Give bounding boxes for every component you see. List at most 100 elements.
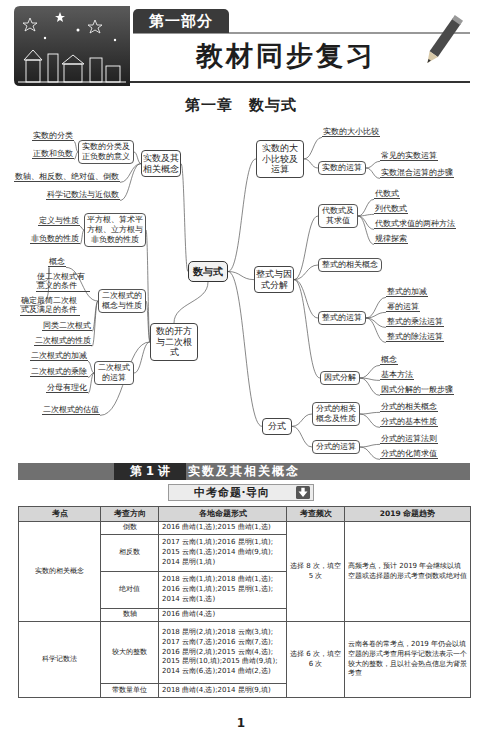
node-text: 实数的运算 (320, 163, 364, 173)
subtopic-box: 因式分解 (320, 371, 360, 385)
central-topic: 数与式 (188, 261, 228, 282)
connector (228, 159, 256, 272)
connector (366, 168, 380, 178)
connector (181, 164, 188, 272)
leaf-item: 分母有理化 (46, 383, 88, 393)
cell-text: 2019 命题趋势 (380, 509, 436, 518)
section-heading: 中考命题·导向 (168, 484, 314, 501)
subtopic-box: 代数式及其求值 (318, 204, 358, 228)
node-text: 第 1 讲 (114, 463, 186, 480)
subtopic-box: 二次根式的运算 (94, 361, 134, 385)
leaf-item: 分式的运算法则 (380, 434, 438, 444)
leaf-item: 整式的乘法运算 (386, 317, 444, 327)
table-cell: 数轴 (101, 609, 159, 622)
cell-text: 选择 6 次，填空 6 次 (290, 650, 341, 668)
node-text: 二次根式的概念与性质 (100, 291, 144, 311)
cell-text: 实数的相关概念 (35, 567, 84, 575)
item-text: 代数式 (375, 189, 399, 198)
cell-text: 云南各卷的常考点，2019 年仍会以填空题的形式考查用科学记数法表示一个较大的整… (348, 640, 467, 677)
node-text: 二次根式的运算 (96, 363, 132, 383)
lecture-band: 实数及其相关概念第 1 讲 (18, 463, 470, 480)
connector (304, 137, 322, 159)
node-text: 数的开方与二次根式 (152, 326, 196, 358)
cell-text: 高频考点，预计 2019 年会继续以填空题或选择题的形式考查倒数或绝对值 (348, 562, 467, 580)
topic-box: 数的开方与二次根式 (150, 323, 198, 361)
cell-text: 考点 (52, 509, 68, 518)
node-text: 分式 (264, 421, 290, 432)
leaf-item: 概念 (380, 355, 398, 365)
table-cell: 实数的相关概念 (19, 522, 101, 622)
connector (366, 318, 386, 342)
item-text: 分式的运算法则 (381, 434, 437, 443)
node-text: 实数及其相关概念 (18, 463, 470, 480)
leaf-item: 因式分解的一般步骤 (380, 385, 454, 395)
cell-text: 选择 8 次，填空 5 次 (290, 562, 341, 580)
leaf-item: 规律探索 (374, 234, 408, 244)
connector (228, 272, 254, 280)
connector (228, 272, 262, 427)
item-text: 因式分解的一般步骤 (381, 385, 453, 394)
node-text: 中考命题·导向 (169, 485, 295, 500)
leaf-item: 确定最简二次根式及满足的条件 (20, 296, 80, 316)
leaf-item: 整式的加减 (386, 287, 428, 297)
cell-text: 2016 曲靖(1,选);2015 曲靖(1,选) (162, 523, 271, 531)
table-cell: 2016 曲靖(4,选) (159, 609, 287, 622)
connector (366, 297, 386, 318)
table-cell: 高频考点，预计 2019 年会继续以填空题或选择题的形式考查倒数或绝对值 (345, 522, 471, 622)
table-cell: 较大的整数 (101, 622, 159, 684)
leaf-item: 二次根式的估值 (42, 405, 100, 415)
connector (304, 159, 318, 168)
table-cell: 2017 云南(1,填);2016 昆明(1,填); 2015 云南(1,选);… (159, 535, 287, 572)
item-text: 概念 (49, 257, 65, 266)
subtopic-box: 平方根、算术平方根、立方根与非负数的性质 (84, 213, 146, 247)
connector (360, 365, 380, 378)
item-text: 二次根式的估值 (43, 405, 99, 414)
item-text: 正数和负数 (33, 149, 73, 158)
leaf-item: 同类二次根式 (42, 321, 92, 331)
node-text: 第一部分 (133, 9, 229, 33)
node-text: 实数的大小比较及运算 (258, 143, 302, 175)
node-text: 实数及其相关概念 (143, 153, 179, 174)
subtopic-box: 二次根式的概念与性质 (98, 289, 146, 313)
subtopic-box: 分式的运算 (312, 440, 360, 454)
table-cell: 云南各卷的常考点，2019 年仍会以填空题的形式考查用科学记数法表示一个较大的整… (345, 622, 471, 698)
item-text: 常见的实数运算 (381, 151, 437, 160)
connector (360, 412, 380, 414)
node-text: 因式分解 (322, 373, 358, 383)
item-text: 二次根式的性质 (35, 336, 91, 345)
item-text: 定义与性质 (39, 216, 79, 225)
item-text: 数轴、相反数、绝对值、倒数 (15, 172, 119, 181)
leaf-item: 科学记数法与近似数 (46, 190, 120, 200)
connector (358, 216, 374, 244)
table-cell: 选择 6 次，填空 6 次 (287, 622, 345, 698)
leaf-item: 定义与性质 (38, 216, 80, 226)
table-cell: 绝对值 (101, 572, 159, 609)
lecture-number: 第 1 讲 (114, 463, 186, 480)
table-cell: 科学记数法 (19, 622, 101, 698)
item-text: 整式的除法运算 (387, 332, 443, 341)
leaf-item: 实数的分类 (32, 131, 74, 141)
leaf-item: 列代数式 (374, 204, 408, 214)
item-text: 代数式求值的两种方法 (375, 219, 455, 228)
node-text: 平方根、算术平方根、立方根与非负数的性质 (86, 215, 144, 245)
item-text: 二次根式的加减 (31, 351, 87, 360)
leaf-item: 代数式 (374, 189, 400, 199)
subtopic-box: 实数的分类及正负数的意义 (78, 140, 134, 164)
header-cell: 考查方向 (101, 507, 159, 522)
connector (360, 447, 380, 459)
node-text: 分式的运算 (314, 442, 358, 452)
exam-table: 考点考查方向各地命题形式考查频次2019 命题趋势实数的相关概念倒数2016 曲… (18, 506, 471, 698)
table-cell: 选择 8 次，填空 5 次 (287, 522, 345, 622)
leaf-item: 二次根式的加减 (30, 351, 88, 361)
topic-box: 整式与因式分解 (254, 266, 294, 293)
leaf-item: 概念 (48, 257, 66, 267)
item-text: 同类二次根式 (43, 321, 91, 330)
node-text: 分式的相关概念及性质 (314, 404, 358, 424)
cell-text: 较大的整数 (112, 648, 147, 656)
item-text: 列代数式 (375, 204, 407, 213)
connector (134, 152, 141, 164)
cell-text: 考查方向 (114, 509, 146, 518)
header-cell: 考点 (19, 507, 101, 522)
node-text: 整式与因式分解 (256, 269, 292, 290)
connector (294, 280, 320, 378)
